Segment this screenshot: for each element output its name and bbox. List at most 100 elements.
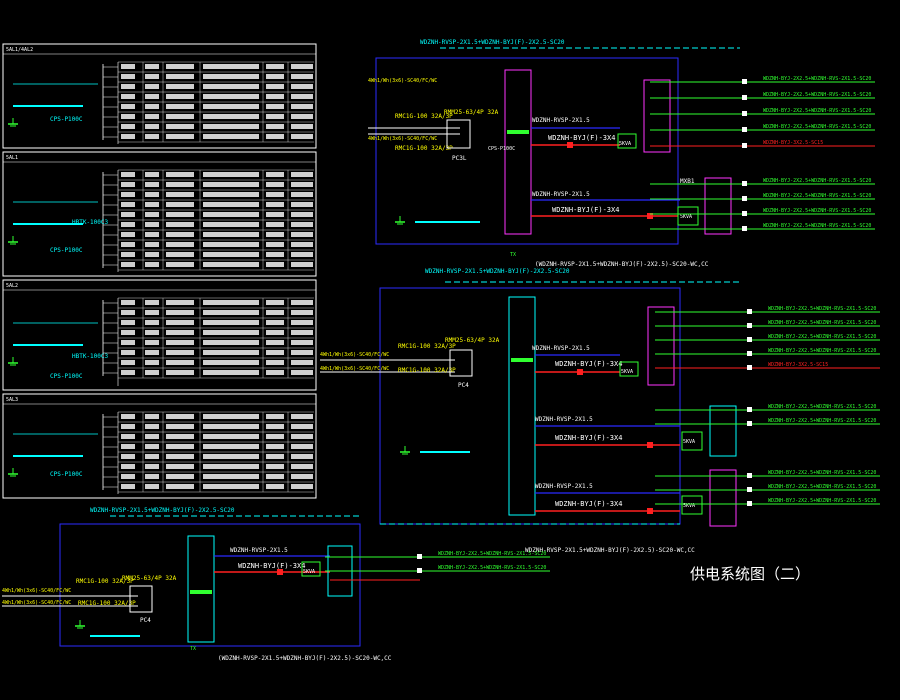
panel2-ups-label: 5KVA: [683, 439, 695, 445]
panel2-header-cable: WDZNH-RVSP-2X1.5+WDZNH-BYJ(F)-2X2.5-SC20: [425, 268, 570, 275]
panel1-branch-label: WDZNH-BYJ(F)-3X4: [552, 206, 619, 214]
output-cable-label: WDZNH-BYJ-3X2.5-SC15: [763, 140, 823, 146]
table-cell: [166, 320, 194, 325]
output-terminal: [742, 181, 747, 186]
output-cable-label: WDZNH-BYJ-2X2.5+WDZNH-RVS-2X1.5-SC20: [768, 498, 876, 504]
output-cable-label: WDZNH-BYJ-2X2.5+WDZNH-RVS-2X1.5-SC20: [763, 124, 871, 130]
table-cell: [121, 114, 135, 119]
table-cell: [266, 320, 284, 325]
table-cell: [291, 262, 313, 267]
output-terminal: [747, 407, 752, 412]
panel2-busbar-cabinet: [508, 296, 536, 516]
table-cell: [266, 84, 284, 89]
panel3-frame: [59, 523, 361, 647]
table-cell: [145, 474, 159, 479]
table-cell: [203, 134, 259, 139]
table-cell: [266, 202, 284, 207]
table-cell: [203, 222, 259, 227]
output-cable-label: WDZNH-BYJ-2X2.5+WDZNH-RVS-2X1.5-SC20: [763, 208, 871, 214]
table-cell: [166, 232, 194, 237]
table-cell: [166, 310, 194, 315]
panel3-branch-label: WDZNH-RVSP-2X1.5: [230, 547, 288, 554]
table-cell: [203, 182, 259, 187]
table-cell: [291, 114, 313, 119]
table-cell: [203, 454, 259, 459]
panel2-breaker-label: RMC1G-100 32A/3P: [398, 367, 456, 374]
panel2-ups-box: [681, 495, 703, 515]
output-cable-label: WDZNH-BYJ-2X2.5+WDZNH-RVS-2X1.5-SC20: [763, 76, 871, 82]
table-cell: [166, 454, 194, 459]
table-cell: [121, 124, 135, 129]
table-cell: [145, 124, 159, 129]
table-cell: [121, 484, 135, 489]
table-cell: [145, 104, 159, 109]
table-cell: [291, 84, 313, 89]
table-cell: [121, 94, 135, 99]
breaker-symbol: [277, 569, 283, 575]
table-cell: [203, 464, 259, 469]
table-cell: [266, 222, 284, 227]
table-cell: [291, 330, 313, 335]
table-cell: [145, 444, 159, 449]
panel2-ups-label: 5KVA: [683, 503, 695, 509]
table-cell: [166, 434, 194, 439]
panel1-unit-label: PC3L: [452, 155, 467, 162]
table-cell: [266, 300, 284, 305]
breaker-symbol: [577, 369, 583, 375]
table-cell: [145, 434, 159, 439]
table-cell: [203, 414, 259, 419]
output-terminal: [417, 554, 422, 559]
panel3-feed-label: 4Wh1/Wh(3x6)-SC40/FC/WC: [2, 588, 71, 594]
table-cell: [166, 212, 194, 217]
table-cell: [266, 330, 284, 335]
panel1-footer-cable: (WDZNH-RVSP-2X1.5+WDZNH-BYJ(F)-2X2.5)-SC…: [535, 261, 709, 268]
table-cell: [203, 252, 259, 257]
table-device-label: CPS-P100C: [50, 247, 83, 254]
table-cell: [166, 262, 194, 267]
table-cell: [203, 242, 259, 247]
table-cell: [203, 350, 259, 355]
table-cell: [166, 192, 194, 197]
table-cell: [266, 350, 284, 355]
table-cell: [203, 330, 259, 335]
table-cell: [203, 124, 259, 129]
panel2-branch-label: WDZNH-RVSP-2X1.5: [535, 483, 593, 490]
panel2-branch-label: WDZNH-RVSP-2X1.5: [535, 416, 593, 423]
table-cell: [166, 242, 194, 247]
panel3-header-cable: WDZNH-RVSP-2X1.5+WDZNH-BYJ(F)-2X2.5-SC20: [90, 507, 235, 514]
table-cell: [266, 484, 284, 489]
table-cell: [166, 104, 194, 109]
panel1-ups-label: 5KVA: [619, 141, 631, 147]
table-cell: [203, 444, 259, 449]
panel2-ground-icon: [400, 446, 410, 455]
drawing-title: 供电系统图（二）: [690, 565, 811, 583]
panel1-header-cable: WDZNH-RVSP-2X1.5+WDZNH-BYJ(F)-2X2.5-SC20: [420, 39, 565, 46]
panel3-breaker-label: RMC1G-100 32A/3P: [78, 600, 136, 607]
table-cell: [291, 484, 313, 489]
table-cell: [121, 182, 135, 187]
panel1-sub-label: MXB1: [680, 178, 695, 185]
output-cable-label: WDZNH-BYJ-2X2.5+WDZNH-RVS-2X1.5-SC20: [768, 348, 876, 354]
table-cell: [266, 74, 284, 79]
panel1-ups-box: [617, 133, 637, 149]
table-cell: [291, 454, 313, 459]
panel1-ground-icon: [395, 216, 405, 225]
panel2-unit-label: PC4: [458, 382, 469, 389]
output-terminal: [742, 196, 747, 201]
table-cell: [121, 64, 135, 69]
table-cell: [266, 94, 284, 99]
table-cell: [291, 242, 313, 247]
panel2-feed-label: 4Wh1/Wh(3x6)-SC40/FC/WC: [320, 366, 389, 372]
table-cell: [266, 464, 284, 469]
table-cell: [145, 94, 159, 99]
table-cell: [291, 192, 313, 197]
table-cell: [121, 252, 135, 257]
table-header: 5AL1: [6, 155, 18, 161]
output-cable-label: WDZNH-BYJ-2X2.5+WDZNH-RVS-2X1.5-SC20: [763, 223, 871, 229]
table-cell: [203, 64, 259, 69]
table-cell: [145, 350, 159, 355]
table-cell: [166, 182, 194, 187]
panel-table-frame: [2, 43, 317, 149]
panel2-feed-label: 4Wh1/Wh(3x6)-SC40/FC/WC: [320, 352, 389, 358]
table-cell: [203, 484, 259, 489]
